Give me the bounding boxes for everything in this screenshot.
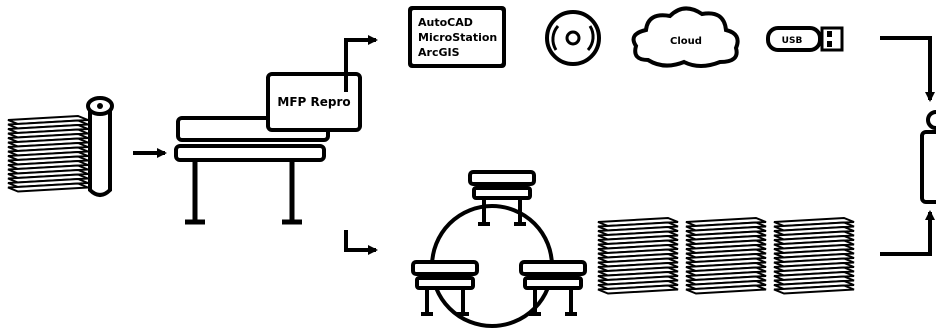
cloud-icon — [631, 6, 740, 68]
arrow-bottom-to-user — [880, 210, 935, 256]
output-document-stack — [773, 216, 855, 295]
network-printer-icon — [468, 170, 536, 226]
output-document-stack — [597, 216, 679, 295]
software-autocad: AutoCAD — [418, 16, 473, 29]
usb-drive-icon — [766, 26, 844, 52]
software-box — [408, 6, 506, 68]
arrow-to-network — [344, 230, 378, 255]
mfp-scanner-icon — [174, 72, 362, 225]
output-document-stack — [685, 216, 767, 295]
cloud-label: Cloud — [670, 36, 702, 47]
usb-label: USB — [782, 36, 803, 46]
user-person-icon — [920, 110, 936, 204]
input-document-stack — [7, 114, 89, 193]
network-printer-icon — [519, 260, 587, 316]
network-printer-icon — [411, 260, 479, 316]
arrow-top-to-user — [880, 36, 935, 102]
paper-roll-icon — [86, 96, 114, 197]
scanner-label: MFP Repro — [277, 95, 350, 109]
software-arcgis: ArcGIS — [418, 46, 460, 59]
arrow-to-outputs — [344, 35, 378, 92]
software-microstation: MicroStation — [418, 31, 497, 44]
cd-disc-icon — [545, 10, 601, 66]
